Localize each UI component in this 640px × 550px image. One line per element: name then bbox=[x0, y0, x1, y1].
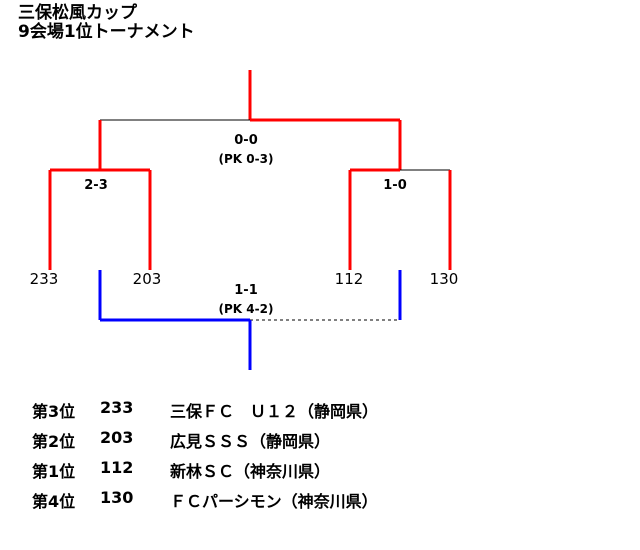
standing-team-name: 新林ＳＣ（神奈川県） bbox=[170, 462, 331, 481]
team-code-3: 112 bbox=[335, 270, 364, 288]
semi-left-score: 2-3 bbox=[84, 178, 108, 193]
standing-rank: 第4位 bbox=[32, 492, 76, 511]
standing-rank: 第1位 bbox=[32, 462, 76, 481]
standing-team-name: 三保ＦＣ Ｕ１２（静岡県） bbox=[170, 402, 379, 421]
bracket-title: 9会場1位トーナメント bbox=[18, 22, 195, 42]
standing-team-code: 203 bbox=[100, 428, 134, 447]
standing-team-code: 112 bbox=[100, 458, 134, 477]
standing-rank: 第3位 bbox=[32, 402, 76, 421]
team-code-4: 130 bbox=[430, 270, 459, 288]
standing-team-name: ＦＣパーシモン（神奈川県） bbox=[170, 492, 378, 511]
final-score: 0-0 bbox=[234, 133, 258, 148]
third-place-score: 1-1 bbox=[234, 283, 258, 298]
tournament-name: 三保松風カップ bbox=[18, 3, 137, 23]
semi-right-score: 1-0 bbox=[383, 178, 407, 193]
tournament-bracket: 0-0 (PK 0-3) 2-3 1-0 1-1 (PK 4-2) 233 20… bbox=[30, 70, 459, 370]
final-pk-score: (PK 0-3) bbox=[219, 152, 274, 166]
standing-rank: 第2位 bbox=[32, 432, 76, 451]
third-place-pk-score: (PK 4-2) bbox=[219, 302, 274, 316]
standing-team-code: 130 bbox=[100, 488, 134, 507]
team-code-2: 203 bbox=[133, 270, 162, 288]
standing-team-code: 233 bbox=[100, 398, 134, 417]
team-code-1: 233 bbox=[30, 270, 59, 288]
standing-team-name: 広見ＳＳＳ（静岡県） bbox=[170, 432, 331, 451]
